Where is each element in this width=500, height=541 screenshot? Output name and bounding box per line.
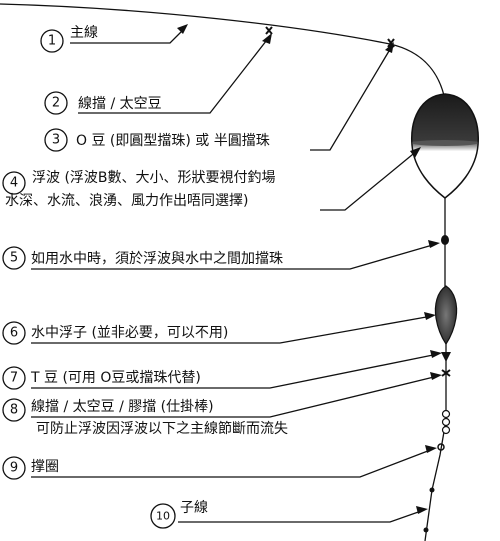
sub-float	[434, 285, 458, 346]
label-1-number: 1	[48, 34, 56, 49]
label-2-circle	[44, 91, 68, 115]
label-8-arrowhead	[430, 372, 442, 380]
t-bead	[441, 352, 451, 362]
label-1-text: 主線	[70, 25, 98, 41]
label-3-number: 3	[52, 133, 60, 148]
label-5-text: 如用水中時，須於浮波與水中之間加擋珠	[31, 251, 283, 267]
bead-stack-2	[441, 417, 451, 427]
label-2-number: 2	[52, 96, 60, 111]
leader-knot	[429, 487, 435, 493]
label-5-circle	[2, 246, 26, 270]
label-6-circle	[2, 321, 26, 345]
label-6-leader	[31, 315, 433, 344]
label-7-leader	[31, 353, 439, 389]
label-10-leader	[178, 509, 425, 523]
label-7-arrowhead	[430, 350, 442, 358]
leader-knot-2	[423, 527, 429, 533]
label-4-text: 浮波 (浮波B數、大小、形狀要視付釣場	[32, 170, 276, 186]
swivel	[437, 443, 445, 451]
label-7-number: 7	[10, 371, 18, 386]
label-3-arrowhead	[385, 42, 394, 53]
label-6-arrowhead	[424, 312, 436, 320]
label-2-leader	[78, 35, 271, 114]
label-8-leader	[31, 375, 439, 418]
label-9-circle	[2, 456, 26, 480]
label-3-circle	[44, 128, 68, 152]
label-4-text-line2: 水深、水流、浪湧、風力作出唔同選擇)	[5, 193, 248, 209]
label-1-arrowhead	[177, 24, 188, 34]
label-4-number: 4	[10, 176, 18, 191]
lower-stopper-mark-2	[441, 369, 451, 377]
label-6-number: 6	[10, 326, 18, 341]
label-8-number: 8	[10, 403, 18, 418]
label-9-text: 撑圈	[31, 459, 59, 475]
label-1-leader	[70, 27, 186, 44]
label-4-leader	[320, 149, 419, 211]
label-1-circle	[40, 29, 64, 53]
label-9-arrowhead	[425, 445, 437, 453]
label-8-text: 線擋 / 太空豆 / 膠擋 (仕掛棒)	[31, 399, 214, 415]
label-3-text: O 豆 (即圓型擋珠) 或 半圓擋珠	[76, 133, 270, 149]
label-2-text: 線擋 / 太空豆	[78, 96, 162, 112]
label-5-arrowhead	[428, 240, 440, 248]
label-2-arrowhead	[262, 33, 272, 44]
float-band	[412, 140, 478, 146]
label-7-text: T 豆 (可用 O豆或擋珠代替)	[30, 370, 201, 386]
label-10-arrowhead	[416, 506, 428, 514]
label-9-number: 9	[10, 461, 18, 476]
label-5-number: 5	[10, 251, 18, 266]
line-stopper-mark-upper-2	[265, 26, 273, 35]
label-8-text-line2: 可防止浮波因浮波以下之主線節斷而流失	[36, 420, 288, 437]
line-stopper-mark-2	[387, 38, 395, 48]
label-7-circle	[2, 366, 26, 390]
label-10-number: 10	[156, 510, 170, 523]
main-line	[0, 3, 446, 101]
label-5-leader	[31, 243, 437, 270]
bead-stack-1	[441, 409, 451, 419]
label-8-circle	[2, 398, 26, 422]
label-4-arrowhead	[410, 147, 421, 158]
leader-line	[424, 419, 447, 541]
label-10-text: 子線	[180, 500, 208, 516]
bead-upper	[441, 235, 449, 245]
bead-stack-3	[441, 425, 451, 435]
label-10-circle	[150, 503, 176, 529]
label-4-circle	[2, 171, 26, 195]
label-6-text: 水中浮子 (並非必要，可以不用)	[31, 325, 228, 341]
label-3-leader	[310, 45, 393, 151]
label-9-leader	[31, 448, 434, 478]
